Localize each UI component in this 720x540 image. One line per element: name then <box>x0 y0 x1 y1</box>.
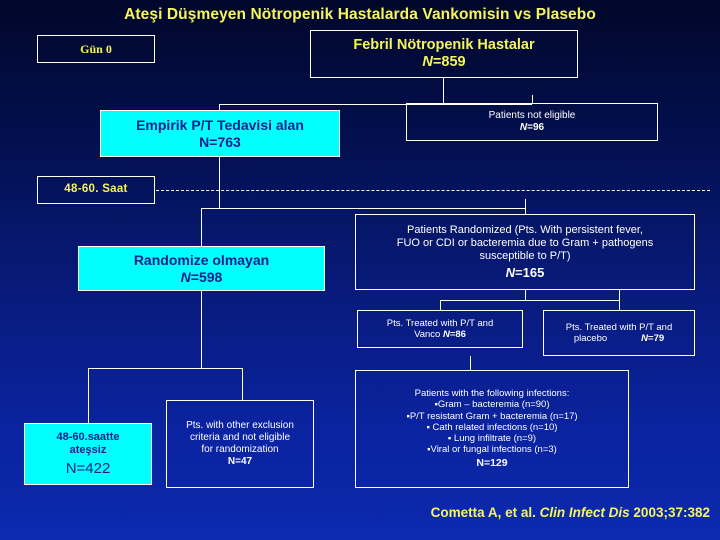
node-noteligible-n-value: =96 <box>527 122 545 133</box>
node-noteligible-line1: Patients not eligible <box>488 110 576 122</box>
node-exclusion-count: N=47 <box>227 455 253 467</box>
node-febril-line1: Febril Nötropenik Hastalar <box>353 36 535 53</box>
timeline-label-day0-text: Gün 0 <box>80 41 112 56</box>
node-exclusion-line1: Pts. with other exclusion <box>186 420 294 432</box>
node-placebo-line2: placebo N=79 <box>574 333 664 344</box>
citation: Cometta A, et al. Clin Infect Dis 2003;3… <box>0 505 710 520</box>
node-atessiz-line2: ateşsiz <box>69 443 107 456</box>
node-afebrile-48-60h: 48-60.saatte ateşsiz N=422 <box>24 423 152 485</box>
node-patients-randomized: Patients Randomized (Pts. With persisten… <box>355 214 695 290</box>
node-febril-neutropenic-patients: Febril Nötropenik Hastalar N=859 <box>310 30 578 78</box>
node-vanco-line2: Vanco N=86 <box>414 329 466 340</box>
node-empirical-pt-treatment: Empirik P/T Tedavisi alan N=763 <box>100 110 340 157</box>
node-randomizeolmayan-line1: Randomize olmayan <box>133 251 270 268</box>
node-infection-breakdown: Patients with the following infections: … <box>355 370 629 488</box>
connector-infections-stem <box>470 356 471 371</box>
node-randomizeolmayan-count: N=598 <box>181 269 223 286</box>
connector-randomized-stem <box>525 199 526 215</box>
connector-atessiz-stem <box>88 368 89 424</box>
node-other-exclusion-criteria: Pts. with other exclusion criteria and n… <box>166 400 314 488</box>
node-empirik-line2: N=763 <box>199 133 241 150</box>
connector-randomizeolmayan-down <box>201 291 202 368</box>
node-exclusion-line3: for randomization <box>201 444 279 455</box>
node-infections-heading: Patients with the following infections: <box>414 388 570 400</box>
node-randomized-count: N=165 <box>506 265 545 280</box>
timeline-label-day0: Gün 0 <box>37 35 155 63</box>
node-infections-item-viral-fungal: ▪Viral or fungal infections (n=3) <box>427 444 557 456</box>
node-infections-item-lung: ▪ Lung infiltrate (n=9) <box>447 433 537 445</box>
timeline-label-hours-text: 48-60. Saat <box>64 183 128 196</box>
connector-placebo-stem <box>619 290 620 311</box>
node-not-randomized: Randomize olmayan N=598 <box>78 246 325 291</box>
node-febril-n-value: =859 <box>432 54 466 70</box>
connector-vanco-stem <box>440 300 441 311</box>
node-noteligible-count: N=96 <box>520 122 544 134</box>
node-atessiz-line1: 48-60.saatte <box>56 430 120 443</box>
connector-bottom-split <box>88 368 242 369</box>
connector-randomizeolmayan-stem <box>201 208 202 247</box>
node-vanco-count: N=86 <box>443 329 466 340</box>
node-placebo-line1: Pts. Treated with P/T and <box>565 321 673 333</box>
node-randomizeolmayan-n-value: =598 <box>190 268 223 285</box>
node-vanco-n-prefix: N <box>442 329 450 340</box>
timeline-label-hours: 48-60. Saat <box>37 176 155 204</box>
node-vanco-n-value: =86 <box>449 329 466 340</box>
node-placebo-n-prefix: N <box>641 333 649 344</box>
connector-noteligible-stem <box>532 95 533 104</box>
connector-treatment-split <box>440 300 620 301</box>
connector-randomize-split <box>201 208 525 209</box>
node-vanco-drug: Vanco <box>414 329 441 340</box>
node-placebo-count: N=79 <box>641 333 664 344</box>
citation-authors: Cometta A, et al. <box>430 505 540 520</box>
node-patients-not-eligible: Patients not eligible N=96 <box>406 103 658 141</box>
connector-febril-split <box>219 104 532 105</box>
node-infections-item-catheter: ▪ Cath related infections (n=10) <box>426 421 558 433</box>
citation-journal: Clin Infect Dis <box>539 505 630 520</box>
connector-empirik-down <box>219 157 220 208</box>
node-randomized-n-value: =165 <box>515 264 545 280</box>
connector-empirik-stem <box>219 104 220 111</box>
node-placebo-drug: placebo <box>573 333 608 344</box>
node-infections-item-gram-negative: ▪Gram – bacteremia (n=90) <box>434 399 550 411</box>
node-exclusion-line2: criteria and not eligible <box>189 432 291 444</box>
node-randomized-n-prefix: N <box>505 264 516 280</box>
node-randomized-line2: FUO or CDI or bacteremia due to Gram + p… <box>396 236 654 249</box>
node-vanco-line1: Pts. Treated with P/T and <box>386 317 494 329</box>
node-randomized-line1: Patients Randomized (Pts. With persisten… <box>407 223 643 236</box>
node-febril-count: N=859 <box>422 54 465 71</box>
node-placebo-n-value: =79 <box>648 333 665 344</box>
page-title: Ateşi Düşmeyen Nötropenik Hastalarda Van… <box>124 6 596 23</box>
timeline-dashed-line <box>156 190 710 191</box>
citation-reference: 2003;37:382 <box>629 505 710 520</box>
node-atessiz-count: N=422 <box>65 459 111 477</box>
node-treated-pt-placebo: Pts. Treated with P/T and placebo N=79 <box>543 310 695 356</box>
node-randomizeolmayan-n-prefix: N <box>180 268 191 285</box>
node-treated-pt-vanco: Pts. Treated with P/T and Vanco N=86 <box>357 310 523 348</box>
node-febril-n-prefix: N <box>422 54 433 70</box>
connector-febril-down <box>443 78 444 104</box>
connector-treatment-bus-stem <box>525 290 526 300</box>
connector-exclusion-stem <box>242 368 243 401</box>
node-randomized-line3: susceptible to P/T) <box>479 249 571 262</box>
node-infections-total: N=129 <box>476 457 508 470</box>
node-infections-item-pt-resistant: ▪P/T resistant Gram + bacteremia (n=17) <box>406 410 578 422</box>
node-noteligible-n-prefix: N <box>519 122 528 133</box>
node-empirik-line1: Empirik P/T Tedavisi alan <box>136 116 304 133</box>
